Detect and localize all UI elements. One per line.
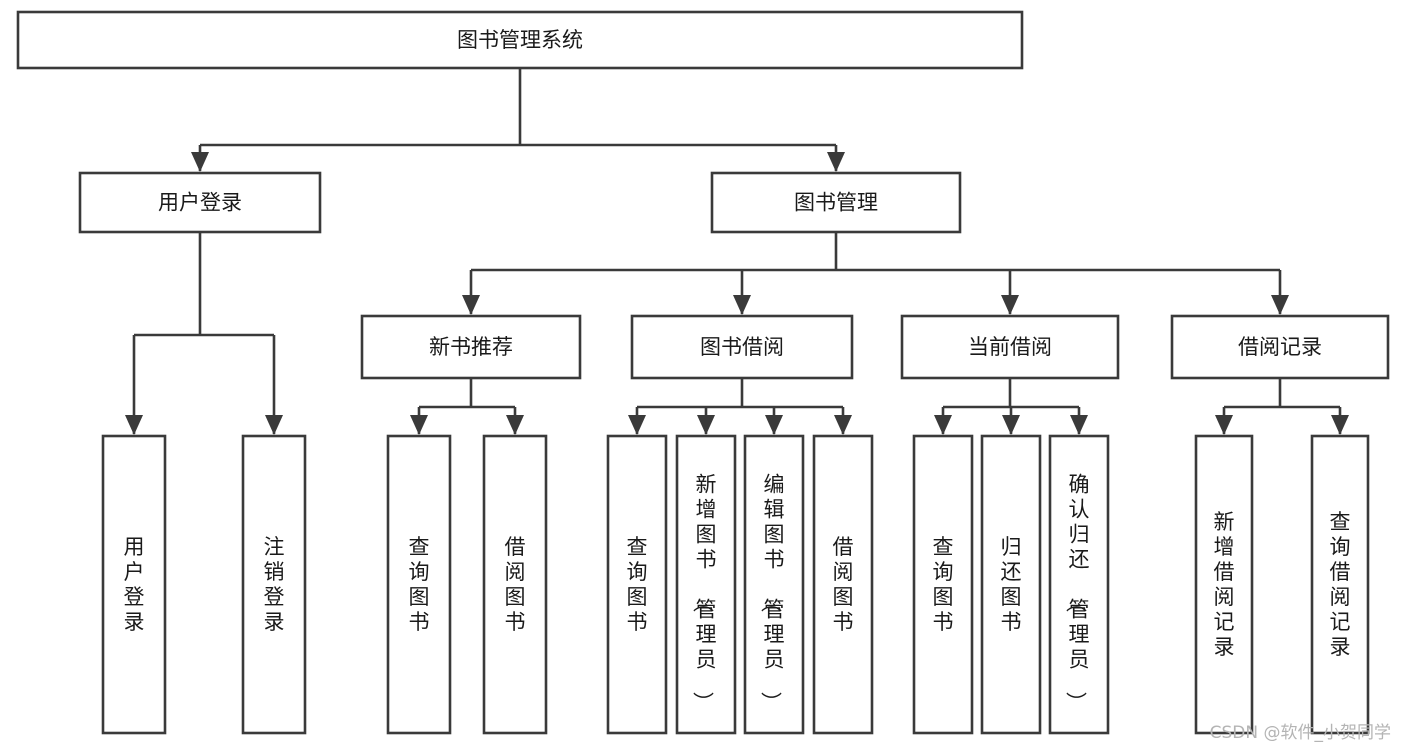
node-new-book-recommend[interactable]: 新书推荐: [360, 314, 582, 380]
node-leaf-user-logout[interactable]: 注销登录: [241, 434, 307, 735]
arrow-head-icon-current-borrow: [1001, 295, 1019, 315]
arrow-head-icon-book-manage: [827, 152, 845, 172]
node-label-new-book-recommend: 新书推荐: [429, 335, 513, 359]
watermark-text: CSDN @软件_小贺同学: [1209, 723, 1391, 743]
node-user-login[interactable]: 用户登录: [78, 171, 322, 234]
node-current-borrow[interactable]: 当前借阅: [900, 314, 1120, 380]
arrow-head-icon-leaf-confirm-return-admin: [1070, 415, 1088, 435]
node-label-leaf-borrow-book-rec: 借阅图书: [505, 535, 526, 634]
arrow-head-icon-leaf-query-book-borrow: [628, 415, 646, 435]
arrow-head-icon-leaf-return-book: [1002, 415, 1020, 435]
node-label-root: 图书管理系统: [457, 28, 583, 52]
node-box-leaf-borrow-book-rec: [482, 434, 548, 735]
connector-lines-group: [125, 68, 1349, 435]
node-root[interactable]: 图书管理系统: [16, 10, 1024, 70]
node-label-leaf-user-logout: 注销登录: [264, 535, 285, 634]
node-label-leaf-user-login: 用户登录: [124, 535, 145, 634]
node-box-leaf-borrow-book: [812, 434, 874, 735]
node-box-leaf-query-book-rec: [386, 434, 452, 735]
node-leaf-query-book-borrow[interactable]: 查询图书: [606, 434, 668, 735]
node-box-root: [16, 10, 1024, 70]
node-leaf-return-book[interactable]: 归还图书: [980, 434, 1042, 735]
arrow-head-icon-leaf-user-login: [125, 415, 143, 435]
node-box-user-login: [78, 171, 322, 234]
node-book-borrow[interactable]: 图书借阅: [630, 314, 854, 380]
node-label-leaf-borrow-book: 借阅图书: [833, 535, 854, 634]
node-label-user-login: 用户登录: [158, 191, 242, 215]
node-leaf-query-borrow-record[interactable]: 查询借阅记录: [1310, 434, 1370, 735]
node-box-leaf-user-login: [101, 434, 167, 735]
node-box-book-borrow: [630, 314, 854, 380]
node-box-leaf-add-book-admin: [675, 434, 737, 735]
arrow-head-icon-leaf-user-logout: [265, 415, 283, 435]
node-box-borrow-record: [1170, 314, 1390, 380]
arrow-head-icon-user-login: [191, 152, 209, 172]
node-leaf-query-book-rec[interactable]: 查询图书: [386, 434, 452, 735]
node-label-leaf-add-borrow-record: 新增借阅记录: [1214, 510, 1235, 659]
node-box-new-book-recommend: [360, 314, 582, 380]
node-leaf-borrow-book[interactable]: 借阅图书: [812, 434, 874, 735]
arrow-head-icon-book-borrow: [733, 295, 751, 315]
node-borrow-record[interactable]: 借阅记录: [1170, 314, 1390, 380]
node-leaf-query-book-current[interactable]: 查询图书: [912, 434, 974, 735]
node-label-leaf-edit-book-admin: 编辑图书（管理员）: [759, 473, 785, 713]
node-leaf-borrow-book-rec[interactable]: 借阅图书: [482, 434, 548, 735]
node-label-leaf-add-book-admin: 新增图书（管理员）: [691, 473, 717, 713]
arrow-head-icon-leaf-borrow-book-rec: [506, 415, 524, 435]
node-box-leaf-query-book-borrow: [606, 434, 668, 735]
node-box-leaf-query-borrow-record: [1310, 434, 1370, 735]
node-box-leaf-confirm-return-admin: [1048, 434, 1110, 735]
arrow-head-icon-leaf-add-borrow-record: [1215, 415, 1233, 435]
node-label-leaf-query-book-current: 查询图书: [933, 535, 954, 634]
arrow-head-icon-borrow-record: [1271, 295, 1289, 315]
node-leaf-confirm-return-admin[interactable]: 确认归还（管理员）: [1048, 434, 1110, 735]
node-label-book-borrow: 图书借阅: [700, 335, 784, 359]
node-box-leaf-return-book: [980, 434, 1042, 735]
node-box-leaf-user-logout: [241, 434, 307, 735]
node-box-book-manage: [710, 171, 962, 234]
node-leaf-edit-book-admin[interactable]: 编辑图书（管理员）: [743, 434, 805, 735]
arrow-head-icon-leaf-add-book-admin: [697, 415, 715, 435]
arrow-head-icon-leaf-query-book-rec: [410, 415, 428, 435]
node-book-manage[interactable]: 图书管理: [710, 171, 962, 234]
node-label-leaf-query-borrow-record: 查询借阅记录: [1330, 510, 1351, 659]
node-label-current-borrow: 当前借阅: [968, 335, 1052, 359]
node-label-leaf-return-book: 归还图书: [1001, 535, 1022, 634]
node-box-leaf-query-book-current: [912, 434, 974, 735]
node-leaf-add-book-admin[interactable]: 新增图书（管理员）: [675, 434, 737, 735]
node-leaf-user-login[interactable]: 用户登录: [101, 434, 167, 735]
node-label-leaf-query-book-rec: 查询图书: [409, 535, 430, 634]
arrow-head-icon-leaf-query-borrow-record: [1331, 415, 1349, 435]
nodes-group: 图书管理系统用户登录图书管理新书推荐图书借阅当前借阅借阅记录用户登录注销登录查询…: [16, 10, 1390, 735]
node-box-current-borrow: [900, 314, 1120, 380]
arrow-head-icon-new-book-recommend: [462, 295, 480, 315]
arrow-head-icon-leaf-query-book-current: [934, 415, 952, 435]
arrow-head-icon-leaf-borrow-book: [834, 415, 852, 435]
node-box-leaf-add-borrow-record: [1194, 434, 1254, 735]
arrow-head-icon-leaf-edit-book-admin: [765, 415, 783, 435]
node-box-leaf-edit-book-admin: [743, 434, 805, 735]
node-leaf-add-borrow-record[interactable]: 新增借阅记录: [1194, 434, 1254, 735]
node-label-leaf-confirm-return-admin: 确认归还（管理员）: [1064, 473, 1090, 713]
node-label-borrow-record: 借阅记录: [1238, 335, 1322, 359]
node-label-leaf-query-book-borrow: 查询图书: [627, 535, 648, 634]
node-label-book-manage: 图书管理: [794, 191, 878, 215]
